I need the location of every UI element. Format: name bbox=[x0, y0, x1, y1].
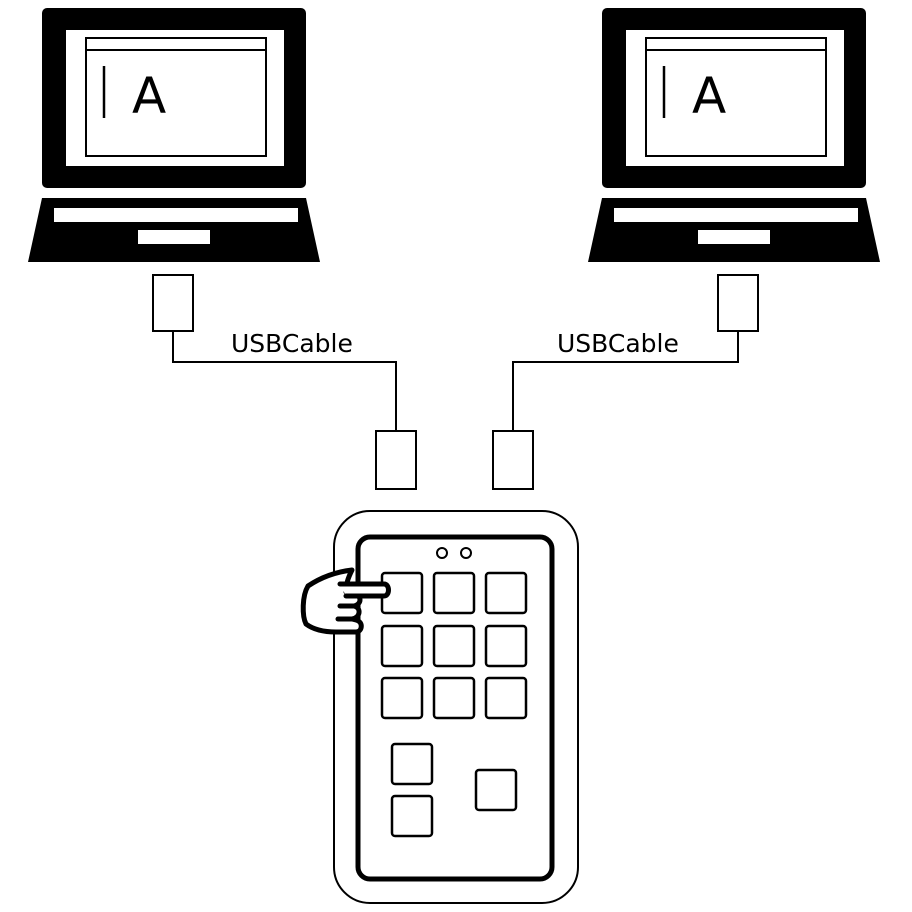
usb-plug-left-top bbox=[152, 274, 194, 332]
indicator-light-1 bbox=[436, 547, 448, 559]
usb-plug-left-bottom bbox=[375, 430, 417, 490]
usb-plug-right-top bbox=[717, 274, 759, 332]
laptop-right: A bbox=[588, 8, 880, 262]
keypad-key-r2c2[interactable] bbox=[432, 624, 476, 668]
cable-right-label: USBCable bbox=[557, 329, 679, 358]
usb-cable-right: USBCable bbox=[492, 274, 759, 490]
keypad-key-r3c1[interactable] bbox=[380, 676, 424, 720]
keypad-device bbox=[333, 510, 579, 904]
laptop-right-keyboard bbox=[614, 208, 858, 222]
usb-cable-left: USBCable bbox=[152, 274, 417, 490]
laptop-right-screen bbox=[626, 30, 844, 166]
laptop-right-trackpad bbox=[698, 230, 770, 244]
keypad-key-extra-right[interactable] bbox=[474, 768, 518, 812]
keypad-key-r1c3[interactable] bbox=[484, 571, 528, 615]
pointing-hand-finger bbox=[337, 581, 391, 599]
keypad-key-extra-lower-left[interactable] bbox=[390, 794, 434, 838]
cable-right-wire bbox=[512, 331, 739, 431]
cable-left-label: USBCable bbox=[231, 329, 353, 358]
laptop-left: A bbox=[28, 8, 320, 262]
indicator-light-2 bbox=[460, 547, 472, 559]
pointing-hand-icon bbox=[300, 567, 391, 635]
keypad-key-r2c1[interactable] bbox=[380, 624, 424, 668]
keypad-key-r3c3[interactable] bbox=[484, 676, 528, 720]
keypad-key-r1c2[interactable] bbox=[432, 571, 476, 615]
laptop-left-screen-text: A bbox=[132, 67, 166, 125]
laptop-left-screen bbox=[66, 30, 284, 166]
keypad-key-r3c2[interactable] bbox=[432, 676, 476, 720]
usb-plug-right-bottom bbox=[492, 430, 534, 490]
keypad-key-extra-upper-left[interactable] bbox=[390, 742, 434, 786]
keypad-key-r2c3[interactable] bbox=[484, 624, 528, 668]
laptop-left-keyboard bbox=[54, 208, 298, 222]
laptop-right-window bbox=[645, 37, 827, 157]
laptop-left-window bbox=[85, 37, 267, 157]
laptop-left-trackpad bbox=[138, 230, 210, 244]
cable-left-wire bbox=[172, 331, 397, 431]
laptop-right-screen-text: A bbox=[692, 67, 726, 125]
